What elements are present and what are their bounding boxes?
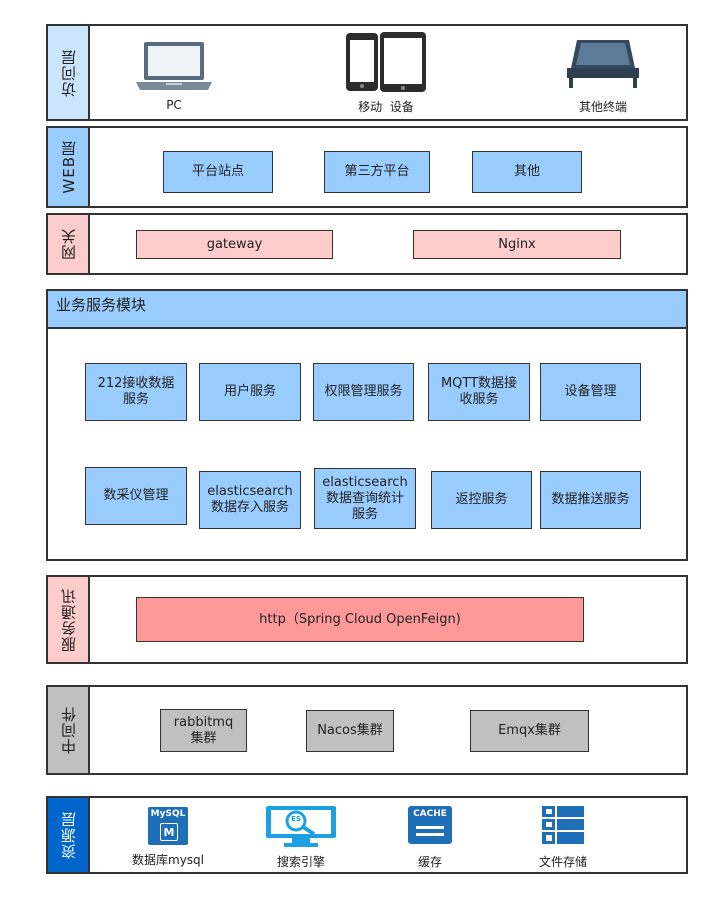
device-label-mobile: 移动 设备 [358, 100, 414, 114]
web-layer-label: WEB层 [48, 128, 90, 206]
service-box: 设备管理 [540, 363, 641, 421]
resource-label-cache: 缓存 [417, 855, 442, 869]
business-layer-title: 业务服务模块 [48, 291, 686, 329]
middleware-item-nacos: Nacos集群 [306, 710, 394, 752]
comm-layer-label: 服务通讯 [48, 577, 90, 662]
web-item-platform-site: 平台站点 [163, 151, 273, 193]
service-box: elasticsearch 数据存入服务 [199, 471, 301, 529]
gateway-layer-label: 网关 [48, 215, 90, 273]
file-storage-icon [542, 806, 584, 844]
mysql-icon: MySQL M [148, 807, 188, 845]
comm-item-http: http（Spring Cloud OpenFeign) [136, 597, 584, 642]
middleware-item-emqx: Emqx集群 [470, 710, 589, 752]
service-box: 数据推送服务 [540, 471, 641, 529]
resource-label-file-storage: 文件存储 [538, 855, 587, 869]
web-layer: WEB层 [46, 126, 688, 208]
resource-layer-label: 资源层 [48, 798, 90, 872]
cache-icon: CACHE [408, 806, 452, 844]
device-label-terminal: 其他终端 [578, 100, 627, 114]
laptop-icon [136, 42, 212, 90]
web-item-third-party: 第三方平台 [324, 151, 430, 193]
mobile-device-icon [346, 32, 426, 92]
service-box: 返控服务 [431, 471, 532, 529]
service-box: 数采仪管理 [85, 467, 187, 525]
device-label-pc: PC [166, 98, 182, 112]
gateway-item-gateway: gateway [136, 230, 333, 259]
middleware-item-rabbitmq: rabbitmq 集群 [160, 709, 247, 752]
search-engine-icon: ES [264, 804, 338, 848]
service-box: 权限管理服务 [313, 363, 414, 421]
service-box: elasticsearch 数据查询统计 服务 [314, 468, 416, 529]
middleware-layer-label: 中间件 [48, 687, 90, 773]
web-item-other: 其他 [472, 151, 582, 193]
service-box: 用户服务 [199, 363, 301, 421]
service-box: 212接收数据 服务 [85, 363, 187, 421]
service-box: MQTT数据接 收服务 [428, 363, 530, 421]
terminal-icon [567, 40, 639, 88]
gateway-item-nginx: Nginx [413, 230, 621, 259]
resource-label-search: 搜索引擎 [276, 855, 325, 869]
resource-label-mysql: 数据库mysql [132, 853, 204, 867]
access-layer-label: 访问层 [48, 26, 90, 119]
